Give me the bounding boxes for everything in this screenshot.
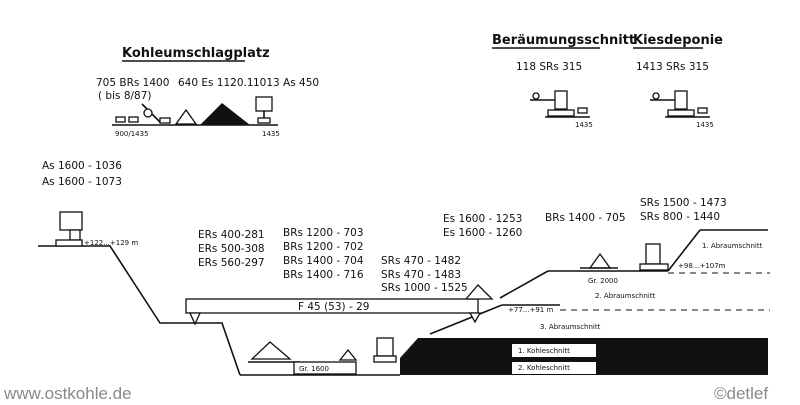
wagon-icon: [115, 116, 126, 123]
gr2000-label: Gr. 2000: [588, 277, 618, 285]
bucket-wheel-excavator-icon: [580, 252, 618, 269]
left-slope-line: [38, 245, 241, 376]
bucket-chain-excavator-icon: [464, 284, 494, 300]
bucket-wheel-excavator-icon: [338, 348, 358, 361]
heading-kohleumschlagplatz: Kohleumschlagplatz: [122, 46, 270, 61]
label-beraeumung-srs: 118 SRs 315: [516, 61, 582, 73]
label-brs-705: BRs 1400 - 705: [545, 212, 626, 224]
spreader-icon: [530, 90, 590, 118]
stacker-icon: [255, 96, 273, 124]
level-middle: +77...+91 m: [508, 306, 553, 314]
bucket-chain-excavator-icon: [248, 341, 300, 363]
watermark-left: www.ostkohle.de: [3, 384, 132, 403]
label-es-1253: Es 1600 - 1253: [443, 213, 522, 225]
stacker-icon: [373, 337, 397, 363]
label-kohle-bis: ( bis 8/87): [98, 90, 152, 102]
heading-beraeumungsschnitt: Beräumungsschnitt: [492, 33, 635, 48]
inner-slope-line: [429, 304, 503, 335]
loading-yard-sketch: 900/1435 1435: [112, 96, 280, 138]
gauge-label-beraeumung: 1435: [575, 121, 593, 129]
kohle2-label-box: [512, 362, 596, 374]
label-brs-702: BRs 1200 - 702: [283, 241, 364, 253]
label-kohle-as: 1013 As 450: [253, 77, 319, 89]
label-srs-1483: SRs 470 - 1483: [381, 269, 461, 281]
bucket-wheel-excavator-icon: [141, 103, 161, 123]
level-left-rim: +122...+129 m: [84, 239, 138, 247]
label-abraum2: 2. Abraumschnitt: [595, 292, 656, 300]
label-ers-308: ERs 500-308: [198, 243, 265, 255]
label-kies-srs: 1413 SRs 315: [636, 61, 709, 73]
label-brs-704: BRs 1400 - 704: [283, 255, 364, 267]
top-slope-line: [667, 229, 701, 272]
label-kohle-brs: 705 BRs 1400: [96, 77, 169, 89]
rail-track-icon: [293, 361, 357, 375]
spreader-icon: [650, 90, 710, 118]
label-srs-1473: SRs 1500 - 1473: [640, 197, 727, 209]
heading-kiesdeponie: Kiesdeponie: [633, 33, 723, 48]
level-upper-right: +98...+107m: [678, 262, 726, 270]
gauge-label-right: 1435: [262, 130, 280, 138]
wagon-icon: [128, 116, 139, 123]
conveyor-bridge-icon: [185, 284, 494, 326]
gr1600-label: Gr. 1600: [299, 365, 329, 373]
label-kohle2: 2. Kohleschnitt: [518, 364, 570, 372]
label-brs-703: BRs 1200 - 703: [283, 227, 364, 239]
kohle1-label-box: [512, 344, 596, 357]
label-srs-1482: SRs 470 - 1482: [381, 255, 461, 267]
label-as-1073: As 1600 - 1073: [42, 176, 122, 188]
gauge-label-kies: 1435: [696, 121, 714, 129]
label-abraum1: 1. Abraumschnitt: [702, 242, 763, 250]
coal-stockpile-icon: [200, 103, 250, 125]
label-es-1260: Es 1600 - 1260: [443, 227, 522, 239]
stacker-icon: [55, 211, 83, 247]
label-ers-281: ERs 400-281: [198, 229, 265, 241]
wagon-icon: [159, 117, 171, 124]
spreader-icon: [639, 243, 669, 271]
stockpile-icon: [174, 108, 198, 125]
label-as-1036: As 1600 - 1036: [42, 160, 122, 172]
label-srs-1525: SRs 1000 - 1525: [381, 282, 468, 294]
label-srs-1440: SRs 800 - 1440: [640, 211, 720, 223]
middle-upper-slope: [499, 270, 549, 299]
label-kohle-es: 640 Es 1120.1: [178, 77, 254, 89]
label-brs-716: BRs 1400 - 716: [283, 269, 364, 281]
watermark-right: ©detlef: [714, 384, 768, 403]
label-kohle1: 1. Kohleschnitt: [518, 347, 570, 355]
label-abraum3: 3. Abraumschnitt: [540, 323, 601, 331]
label-ers-297: ERs 560-297: [198, 257, 265, 269]
gauge-label-left: 900/1435: [115, 130, 149, 138]
bridge-label: F 45 (53) - 29: [298, 301, 369, 313]
